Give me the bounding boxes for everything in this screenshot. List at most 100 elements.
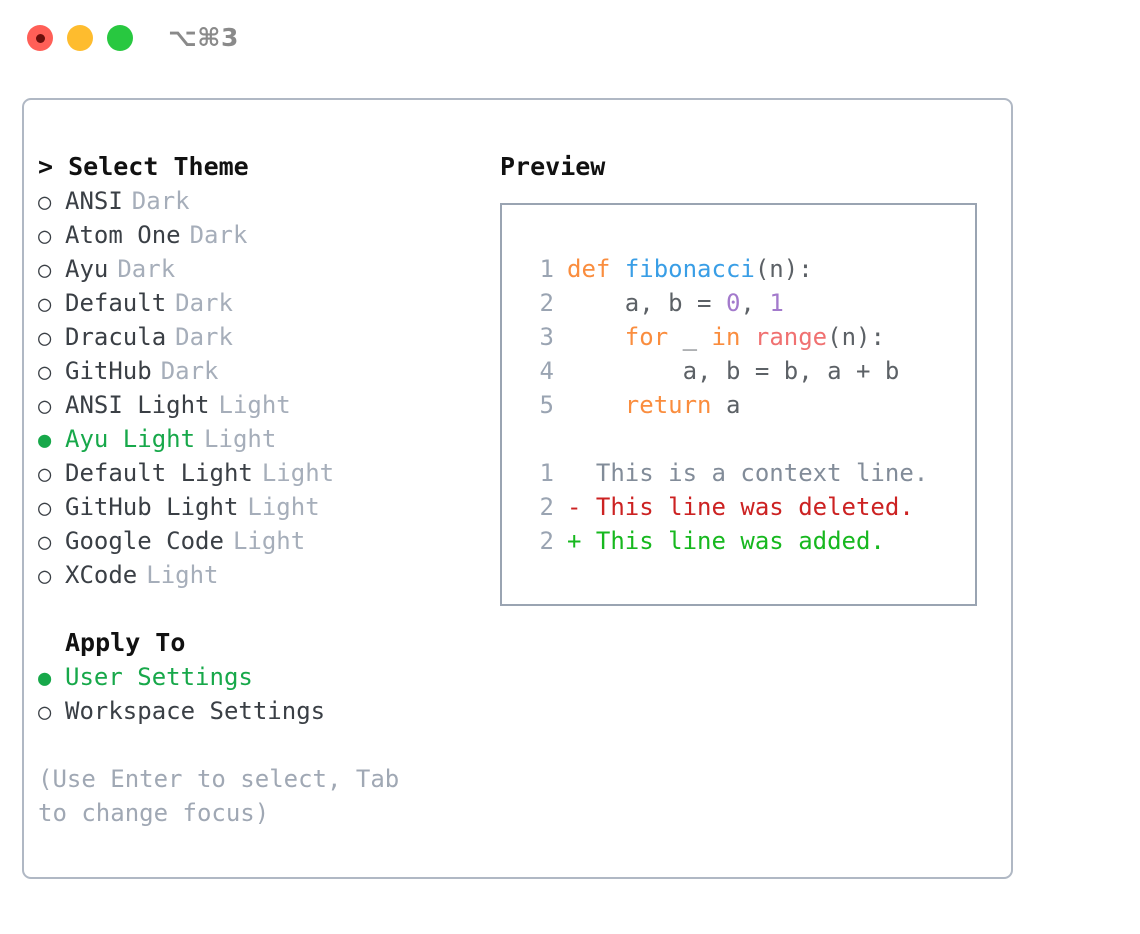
theme-option[interactable]: ○ ANSI Dark <box>38 184 488 218</box>
radio-unselected-icon: ○ <box>38 394 52 419</box>
line-number: 2 <box>539 493 554 521</box>
code-line: 1 def fibonacci(n): <box>525 252 928 286</box>
keyboard-hint-text: (Use Enter to select, Tab to change focu… <box>38 765 414 827</box>
theme-option-label: ANSI Light <box>65 391 210 419</box>
theme-variant-label: Light <box>261 459 335 487</box>
code-token <box>567 323 625 351</box>
radio-unselected-icon: ○ <box>38 564 52 589</box>
theme-option-label: GitHub Light <box>65 493 239 521</box>
code-token <box>610 255 624 283</box>
code-token: a <box>711 391 741 419</box>
line-number: 2 <box>539 527 554 555</box>
radio-unselected-icon: ○ <box>38 190 52 215</box>
theme-variant-label: Dark <box>160 357 219 385</box>
keyboard-shortcut-label: ⌥⌘3 <box>168 23 239 52</box>
theme-variant-label: Dark <box>131 187 190 215</box>
theme-option[interactable]: ○ ANSI Light Light <box>38 388 488 422</box>
traffic-lights <box>27 25 133 51</box>
theme-variant-label: Light <box>247 493 320 521</box>
theme-option[interactable]: ○ XCode Light <box>38 558 488 592</box>
theme-option-label: Ayu Light <box>65 425 196 453</box>
apply-to-list[interactable]: ● User Settings ○ Workspace Settings <box>38 660 488 728</box>
code-token: (n): <box>754 255 813 283</box>
title-bar: ⌥⌘3 <box>0 0 1140 78</box>
theme-option[interactable]: ○ Google Code Light <box>38 524 488 558</box>
code-line: 3 for _ in range(n): <box>525 320 928 354</box>
theme-option-label: Default Light <box>65 459 253 487</box>
radio-unselected-icon: ○ <box>38 258 52 283</box>
preview-column: Preview <box>500 150 1000 184</box>
theme-option-label: Default <box>65 289 167 317</box>
code-token <box>567 391 625 419</box>
theme-option[interactable]: ○ Default Light Light <box>38 456 488 490</box>
code-token: _ <box>668 323 712 351</box>
diff-line-text: This is a context line. <box>567 459 929 487</box>
line-number: 2 <box>539 289 554 317</box>
theme-option[interactable]: ○ Ayu Dark <box>38 252 488 286</box>
radio-unselected-icon: ○ <box>38 462 52 487</box>
minimize-button[interactable] <box>67 25 93 51</box>
code-token: return <box>624 391 712 419</box>
diff-line: 1 This is a context line. <box>525 456 929 490</box>
theme-variant-label: Light <box>204 425 277 453</box>
theme-variant-label: Light <box>218 391 291 419</box>
diff-line: 2 - This line was deleted. <box>525 490 928 524</box>
preview-heading: Preview <box>500 152 606 181</box>
apply-to-option[interactable]: ○ Workspace Settings <box>38 694 488 728</box>
theme-option-label: GitHub <box>65 357 152 385</box>
code-token: 1 <box>769 289 784 317</box>
line-number: 5 <box>539 391 554 419</box>
theme-variant-label: Dark <box>175 323 233 351</box>
radio-unselected-icon: ○ <box>38 530 52 555</box>
code-token: fibonacci <box>624 255 755 283</box>
theme-option[interactable]: ○ Default Dark <box>38 286 488 320</box>
apply-to-option[interactable]: ● User Settings <box>38 660 488 694</box>
code-line: 2 a, b = 0, 1 <box>525 286 928 320</box>
code-token: (n): <box>827 323 885 351</box>
maximize-button[interactable] <box>107 25 133 51</box>
code-token: a, b = b, a + b <box>567 357 900 385</box>
code-line: 5 return a <box>525 388 928 422</box>
close-button[interactable] <box>27 25 53 51</box>
theme-option-label: XCode <box>65 561 138 589</box>
radio-unselected-icon: ○ <box>38 292 52 317</box>
radio-unselected-icon: ○ <box>38 496 52 521</box>
diff-line-text: - This line was deleted. <box>567 493 914 521</box>
theme-option-label: Dracula <box>65 323 167 351</box>
code-token: range <box>754 323 828 351</box>
theme-option[interactable]: ○ Dracula Dark <box>38 320 488 354</box>
radio-selected-icon: ● <box>38 666 52 691</box>
code-token: def <box>567 255 611 283</box>
theme-variant-label: Light <box>146 561 219 589</box>
theme-option-label: Ayu <box>65 255 109 283</box>
radio-unselected-icon: ○ <box>38 700 52 725</box>
theme-option-label: ANSI <box>65 187 123 215</box>
theme-option-label: Google Code <box>65 527 224 555</box>
apply-to-heading: Apply To <box>65 628 186 657</box>
theme-option[interactable]: ● Ayu Light Light <box>38 422 488 456</box>
radio-selected-icon: ● <box>38 428 52 453</box>
radio-unselected-icon: ○ <box>38 326 52 351</box>
theme-option[interactable]: ○ GitHub Light Light <box>38 490 488 524</box>
line-number: 4 <box>539 357 554 385</box>
line-number: 1 <box>539 459 554 487</box>
line-number: 3 <box>539 323 554 351</box>
select-theme-heading: > Select Theme <box>38 152 249 181</box>
theme-variant-label: Dark <box>189 221 248 249</box>
apply-to-option-label: User Settings <box>65 663 253 691</box>
section-spacer <box>38 592 488 626</box>
diff-line: 2+ This line was added. <box>525 524 928 558</box>
code-token: for <box>624 323 669 351</box>
theme-variant-label: Light <box>232 527 306 555</box>
line-number: 1 <box>539 255 554 283</box>
theme-variant-label: Dark <box>175 289 233 317</box>
theme-variant-label: Dark <box>117 255 176 283</box>
apply-to-option-label: Workspace Settings <box>65 697 326 725</box>
